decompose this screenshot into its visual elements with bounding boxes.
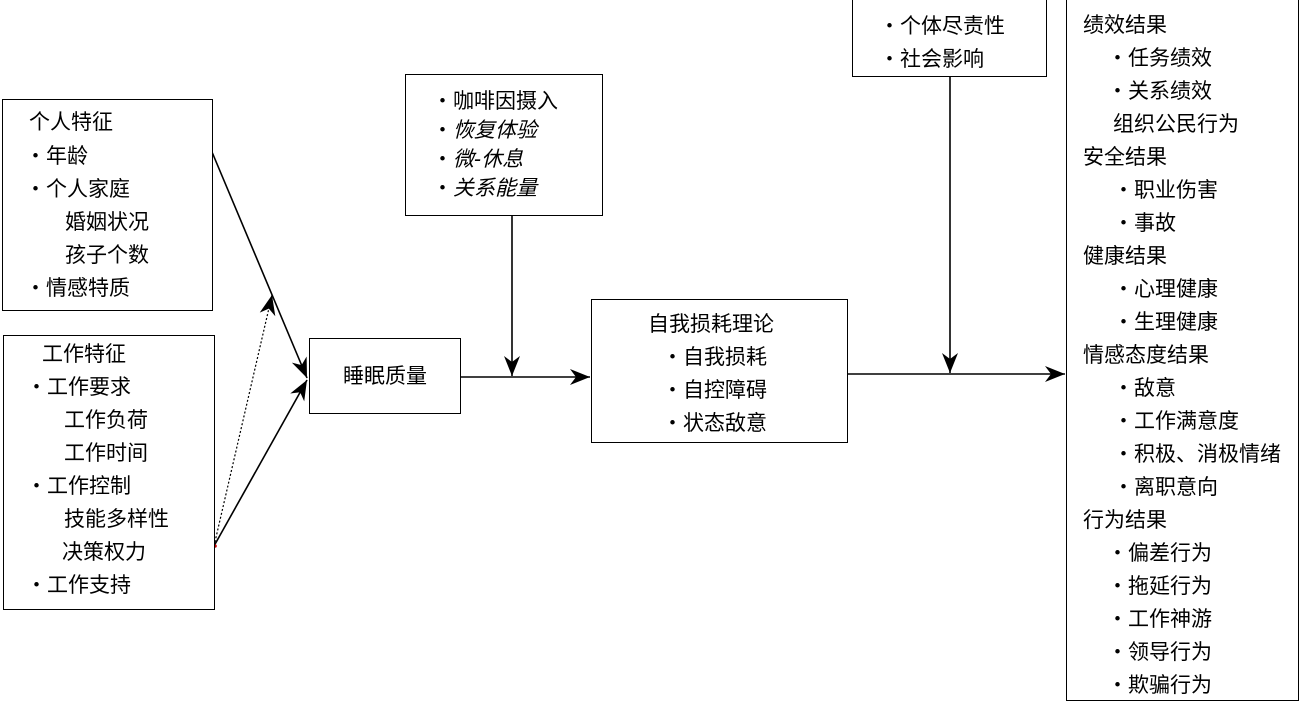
bullet-icon: ・ xyxy=(26,474,47,498)
bullet-icon: ・ xyxy=(25,276,46,300)
job-item: 工作时间 xyxy=(64,441,148,465)
outcome-item: ・积极、消极情绪 xyxy=(1113,442,1281,466)
bullet-icon: ・ xyxy=(1113,277,1134,301)
bullet-icon: ・ xyxy=(1107,574,1128,598)
bullet-icon: ・ xyxy=(432,89,453,113)
job-title: 工作特征 xyxy=(42,342,126,366)
sleep-moderator-item: ・咖啡因摄入 xyxy=(432,89,558,113)
outcome-group-title: 安全结果 xyxy=(1083,145,1167,169)
sleep-moderator-item: ・恢复体验 xyxy=(432,118,537,142)
bullet-icon: ・ xyxy=(1107,79,1128,103)
bullet-icon: ・ xyxy=(662,411,683,435)
outcome-group-title: 行为结果 xyxy=(1083,508,1167,532)
outcome-group-title: 绩效结果 xyxy=(1083,13,1167,37)
job-item: 工作负荷 xyxy=(64,408,148,432)
outcome-group-title: 情感态度结果 xyxy=(1083,343,1209,367)
bullet-icon: ・ xyxy=(1113,310,1134,334)
bullet-icon: ・ xyxy=(1107,640,1128,664)
bullet-icon: ・ xyxy=(432,147,453,171)
sleep-quality-box: 睡眠质量 xyxy=(309,338,461,414)
outcomes-box: 绩效结果・任务绩效・关系绩效组织公民行为安全结果・职业伤害・事故健康结果・心理健… xyxy=(1066,0,1299,701)
bullet-icon: ・ xyxy=(1107,673,1128,697)
personal-item: ・个人家庭 xyxy=(25,177,130,201)
job-item: 技能多样性 xyxy=(64,507,169,531)
sleep-moderator-item: ・微-休息 xyxy=(432,147,524,171)
outcome-item: ・生理健康 xyxy=(1113,310,1218,334)
outcome-item: ・职业伤害 xyxy=(1113,178,1218,202)
bullet-icon: ・ xyxy=(1107,46,1128,70)
job-item: ・工作控制 xyxy=(26,474,131,498)
bullet-icon: ・ xyxy=(432,176,453,200)
bullet-icon: ・ xyxy=(662,345,683,369)
bullet-icon: ・ xyxy=(26,375,47,399)
bullet-icon: ・ xyxy=(1113,475,1134,499)
job-item: ・工作要求 xyxy=(26,375,131,399)
ego-item: ・状态敌意 xyxy=(662,411,767,435)
outcome-item: ・任务绩效 xyxy=(1107,46,1212,70)
outcome-item: ・工作神游 xyxy=(1107,607,1212,631)
ego-moderators-box: ・个体尽责性・社会影响 xyxy=(852,0,1047,77)
job-item: ・工作支持 xyxy=(26,573,131,597)
bullet-icon: ・ xyxy=(1113,442,1134,466)
bullet-icon: ・ xyxy=(879,47,900,71)
ego-moderator-item: ・个体尽责性 xyxy=(879,14,1005,38)
ego-moderator-item: ・社会影响 xyxy=(879,47,984,71)
outcome-item: ・欺骗行为 xyxy=(1107,673,1212,697)
bullet-icon: ・ xyxy=(1113,178,1134,202)
outcome-item: ・偏差行为 xyxy=(1107,541,1212,565)
outcome-item: ・工作满意度 xyxy=(1113,409,1239,433)
personal-item: 孩子个数 xyxy=(65,243,149,267)
outcome-item: 组织公民行为 xyxy=(1113,112,1239,136)
bullet-icon: ・ xyxy=(1113,376,1134,400)
personal-item: ・情感特质 xyxy=(25,276,130,300)
bullet-icon: ・ xyxy=(1107,541,1128,565)
ego-item: ・自我损耗 xyxy=(662,345,767,369)
outcome-item: ・敌意 xyxy=(1113,376,1176,400)
personal-characteristics-box: 个人特征 ・年龄・个人家庭婚姻状况孩子个数・情感特质 xyxy=(2,99,213,311)
outcome-item: ・事故 xyxy=(1113,211,1176,235)
bullet-icon: ・ xyxy=(432,118,453,142)
personal-item: 婚姻状况 xyxy=(65,210,149,234)
outcome-item: ・关系绩效 xyxy=(1107,79,1212,103)
bullet-icon: ・ xyxy=(26,573,47,597)
personal-title: 个人特征 xyxy=(29,110,113,134)
outcome-item: ・心理健康 xyxy=(1113,277,1218,301)
outcome-item: ・拖延行为 xyxy=(1107,574,1212,598)
job-characteristics-box: 工作特征 ・工作要求工作负荷工作时间・工作控制技能多样性决策权力・工作支持 xyxy=(3,335,215,610)
bullet-icon: ・ xyxy=(662,378,683,402)
ego-item: ・自控障碍 xyxy=(662,378,767,402)
bullet-icon: ・ xyxy=(25,144,46,168)
arrow-job-to-sleep xyxy=(213,379,308,547)
arrow-personal-to-sleep xyxy=(211,151,308,379)
sleep-moderator-item: ・关系能量 xyxy=(432,176,537,200)
bullet-icon: ・ xyxy=(25,177,46,201)
bullet-icon: ・ xyxy=(1107,607,1128,631)
job-item: 决策权力 xyxy=(62,540,146,564)
bullet-icon: ・ xyxy=(879,14,900,38)
sleep-title: 睡眠质量 xyxy=(343,364,427,388)
personal-item: ・年龄 xyxy=(25,144,88,168)
outcome-group-title: 健康结果 xyxy=(1083,244,1167,268)
outcome-item: ・离职意向 xyxy=(1113,475,1218,499)
bullet-icon: ・ xyxy=(1113,409,1134,433)
bullet-icon: ・ xyxy=(1113,211,1134,235)
ego-title: 自我损耗理论 xyxy=(648,312,774,336)
ego-depletion-box: 自我损耗理论 ・自我损耗・自控障碍・状态敌意 xyxy=(591,299,848,443)
outcome-item: ・领导行为 xyxy=(1107,640,1212,664)
dotted-arrow-job-to-personal-path xyxy=(213,294,276,547)
sleep-moderators-box: ・咖啡因摄入・恢复体验・微-休息・关系能量 xyxy=(405,74,603,216)
